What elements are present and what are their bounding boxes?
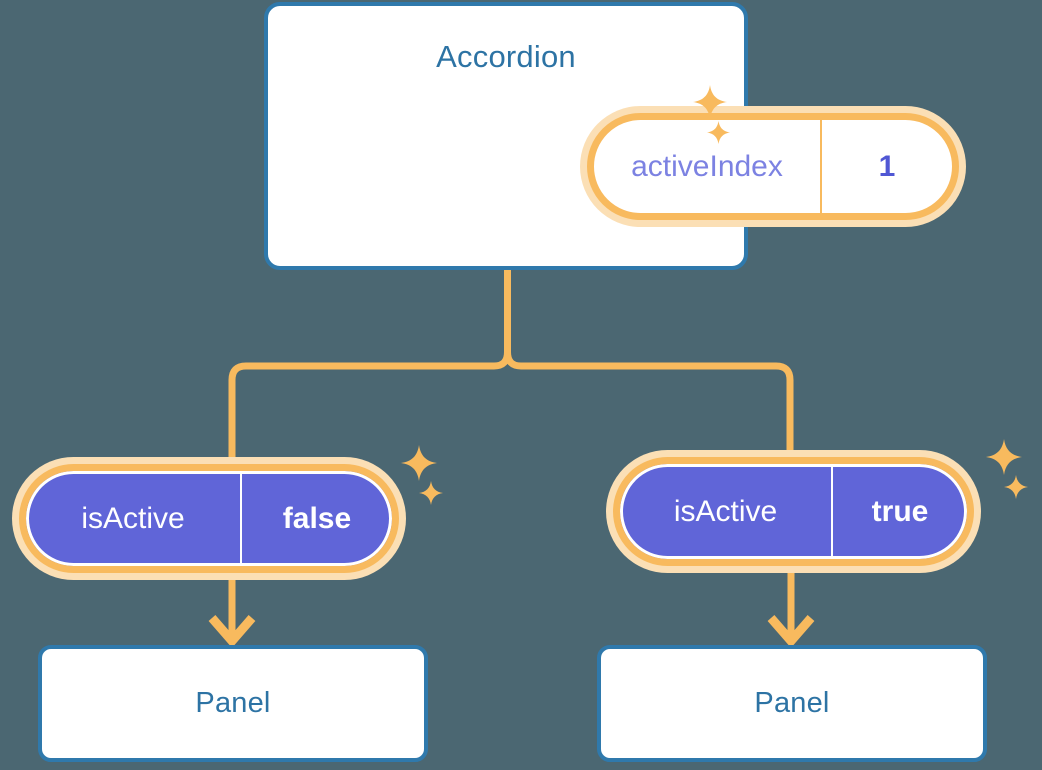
sparkle-icon-small [1003,474,1029,500]
sparkle-icon-large [400,444,438,482]
state-key: isActive [26,471,242,566]
state-pill-body: activeIndex 1 [587,113,959,220]
component-title: Panel [754,687,830,719]
connector-trunk-left [228,351,511,459]
state-pill-activeindex[interactable]: activeIndex 1 [580,106,966,227]
sparkle-icon-small [418,480,444,506]
component-card-accordion[interactable]: Accordion activeIndex 1 [264,2,966,270]
state-key: activeIndex [594,120,822,213]
state-key: isActive [620,464,833,559]
component-card-panel-right[interactable]: Panel [597,645,987,762]
arrow-down-icon-right [767,573,815,648]
state-pill-isactive-right[interactable]: isActive true [606,450,981,573]
state-pill-isactive-left[interactable]: isActive false [12,457,406,580]
sparkle-icon-large [985,438,1023,476]
state-pill-body: isActive false [19,464,399,573]
component-card-panel-left[interactable]: Panel [38,645,428,762]
component-title: Panel [195,687,271,719]
state-value: false [282,501,352,535]
component-title: Accordion [436,39,576,74]
state-value: 1 [878,149,896,183]
arrow-down-icon-left [208,578,256,648]
state-pill-body: isActive true [613,457,974,566]
state-value: true [871,494,929,528]
connector-trunk [504,270,794,452]
